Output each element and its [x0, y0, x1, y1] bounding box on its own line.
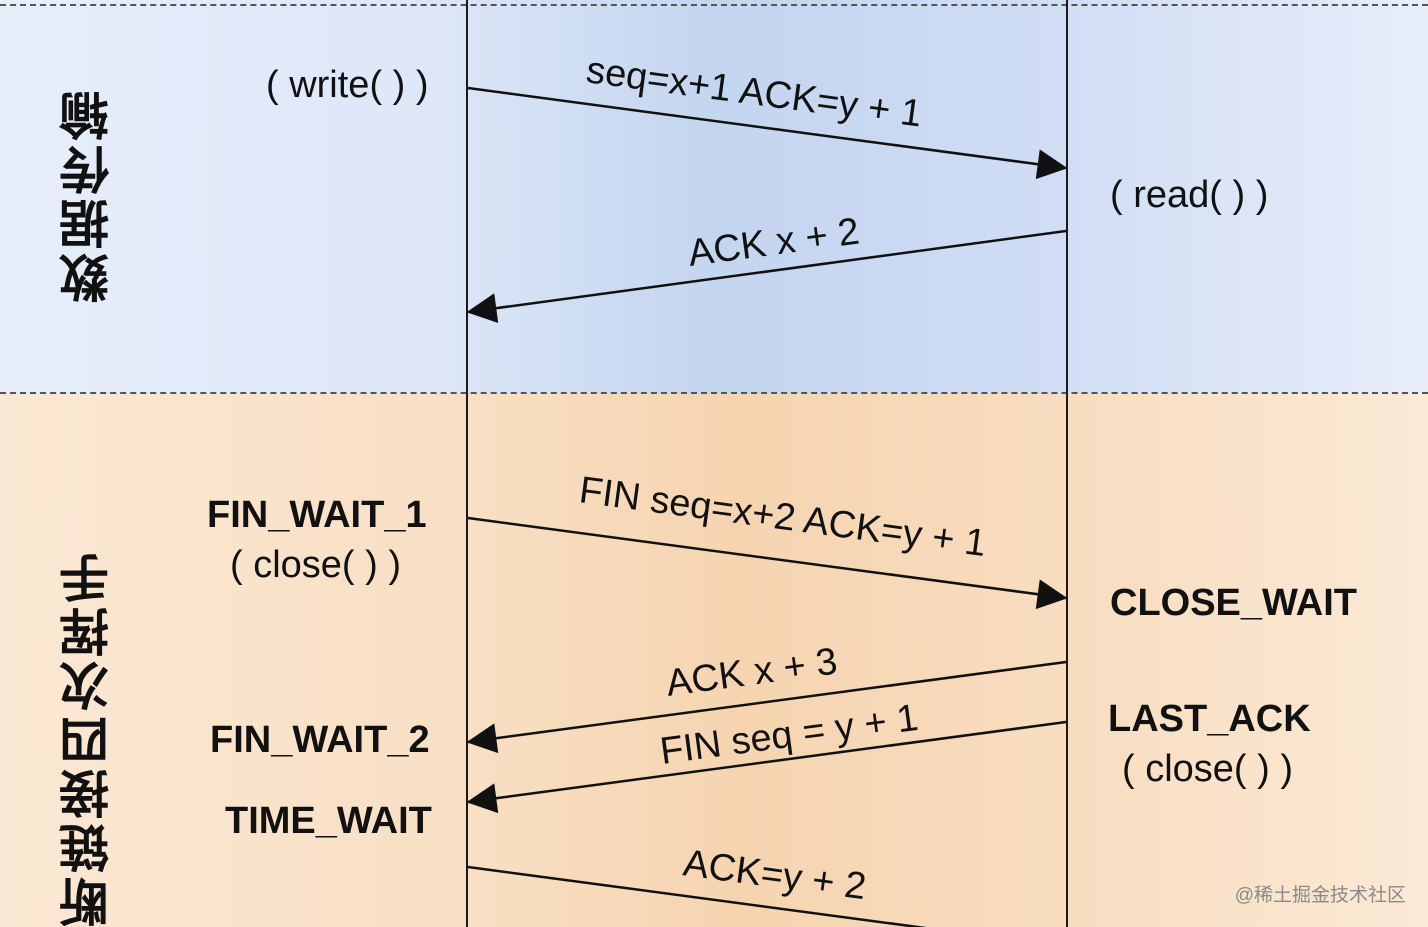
- server-close-call: ( close( ) ): [1122, 748, 1293, 790]
- label-seq-ack: seq=x+1 ACK=y + 1: [584, 49, 925, 135]
- server-read-call: ( read( ) ): [1110, 174, 1269, 216]
- top-dashed-divider: [0, 4, 1428, 6]
- label-ack-x2: ACK x + 2: [686, 211, 862, 275]
- watermark: @稀土掘金技术社区: [1234, 885, 1406, 906]
- client-close-call: ( close( ) ): [230, 544, 401, 586]
- arrow-ack-x2: [466, 229, 1067, 324]
- client-lifeline: [466, 0, 468, 927]
- arrow-ack-y2: [467, 865, 927, 927]
- client-state-time-wait: TIME_WAIT: [225, 800, 432, 842]
- label-fin-server: FIN seq = y + 1: [658, 697, 921, 773]
- client-write-call: ( write( ) ): [266, 64, 429, 106]
- arrow-fin-client: [467, 516, 1068, 610]
- arrow-ack-x3: [466, 660, 1067, 754]
- client-state-fin-wait-2: FIN_WAIT_2: [210, 719, 430, 761]
- section-dashed-divider: [0, 392, 1428, 394]
- data-transfer-band: [0, 0, 1428, 393]
- arrow-seq-ack: [467, 86, 1068, 180]
- client-state-fin-wait-1: FIN_WAIT_1: [207, 494, 427, 536]
- server-lifeline: [1066, 0, 1068, 927]
- label-fin-client: FIN seq=x+2 ACK=y + 1: [577, 469, 989, 565]
- server-state-last-ack: LAST_ACK: [1108, 698, 1311, 740]
- four-way-close-band: [0, 393, 1428, 927]
- arrow-fin-server: [466, 720, 1067, 814]
- server-state-close-wait: CLOSE_WAIT: [1110, 582, 1358, 624]
